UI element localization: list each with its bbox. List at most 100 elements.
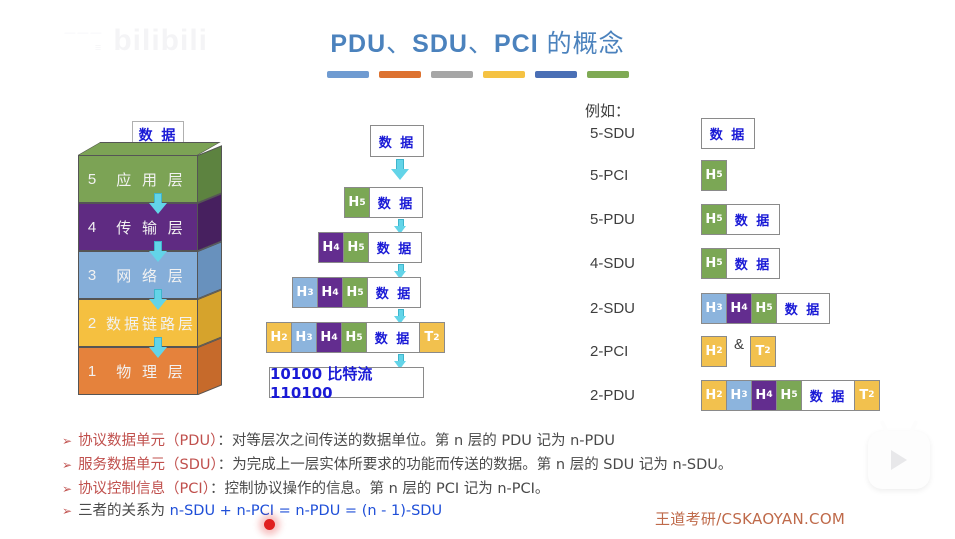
bilibili-watermark-text: bilibili	[113, 24, 208, 57]
encap-top-data-box: 数 据	[370, 125, 424, 157]
stack-arrow-5-to-4	[149, 193, 167, 215]
osi-layer-number-2: 2	[87, 314, 97, 332]
encap-arrow-4	[394, 354, 407, 370]
osi-layer-number-1: 1	[87, 362, 97, 380]
bullet-1: ➢协议数据单元（PDU）：对等层次之间传送的数据单位。第 n 层的 PDU 记为…	[62, 434, 952, 449]
title-sep1: 、	[386, 30, 413, 58]
osi-layer-name-1: 物 理 层	[116, 362, 186, 381]
bullet-term: 协议数据单元（PDU）	[78, 433, 218, 449]
osi-layer-side-1	[198, 337, 222, 395]
osi-layer-1: 1 物 理 层	[78, 337, 222, 395]
example-label: 5-SDU	[590, 124, 636, 142]
bitstream-box: 10100 比特流 110100	[269, 365, 424, 402]
title-cn: 的概念	[538, 30, 625, 58]
stack-arrow-3-to-2	[149, 289, 167, 311]
bullet-text: ：控制协议操作的信息。第 n 层的 PCI 记为 n-PCI。	[209, 481, 550, 497]
payload-cell: 数 据	[369, 187, 423, 218]
title-accent-bar-1	[327, 71, 369, 78]
laser-pointer-cursor	[264, 519, 275, 530]
example-row-5-sdu: 5-SDU 数 据	[590, 117, 755, 149]
bullet-marker: ➢	[62, 482, 73, 496]
title-accent-bars	[327, 71, 629, 78]
payload-cell: 数 据	[367, 277, 421, 308]
encap-arrow-2	[394, 264, 407, 280]
title-sdu: SDU	[412, 30, 468, 58]
osi-layer-4: 4 传 输 层	[78, 193, 222, 251]
payload-cell: 数 据	[366, 322, 420, 353]
example-label: 5-PCI	[590, 166, 629, 184]
bullet-text: 三者的关系为	[78, 503, 170, 519]
title-sep2: 、	[467, 30, 494, 58]
title-pdu: PDU	[330, 30, 387, 58]
osi-layer-face-1: 1 物 理 层	[78, 347, 198, 395]
bilibili-play-icon	[868, 431, 930, 489]
osi-layer-name-4: 传 输 层	[116, 218, 186, 237]
bilibili-watermark: ———≡ bilibili	[8, 20, 208, 62]
payload-cell: 数 据	[776, 292, 830, 324]
osi-layer-number-5: 5	[87, 170, 97, 188]
page-title: PDU、SDU、PCI 的概念	[0, 24, 955, 60]
payload-cell: 数 据	[801, 379, 855, 411]
bullet-marker: ➢	[62, 434, 73, 448]
osi-layer-number-3: 3	[87, 266, 97, 284]
title-accent-bar-4	[483, 71, 525, 78]
example-label: 5-PDU	[590, 210, 636, 228]
bullet-formula: n-SDU + n-PCI = n-PDU = (n - 1)-SDU	[169, 503, 443, 519]
title-accent-bar-5	[535, 71, 577, 78]
osi-layer-number-4: 4	[87, 218, 97, 236]
brand-footer: 王道考研/CSKAOYAN.COM	[655, 510, 846, 528]
ampersand-label: &	[734, 335, 745, 353]
encap-arrow-0	[391, 159, 409, 181]
example-label: 4-SDU	[590, 254, 636, 272]
example-label: 2-PCI	[590, 342, 629, 360]
bullet-term: 服务数据单元（SDU）	[78, 457, 218, 473]
bullet-term: 协议控制信息（PCI）	[78, 481, 210, 497]
bullet-3: ➢ 协议控制信息（PCI）：控制协议操作的信息。第 n 层的 PCI 记为 n-P…	[62, 482, 952, 497]
stack-arrow-2-to-1	[149, 337, 167, 359]
title-accent-bar-3	[431, 71, 473, 78]
payload-cell: 数 据	[726, 203, 780, 235]
title-accent-bar-2	[379, 71, 421, 78]
example-label: 2-SDU	[590, 299, 636, 317]
payload-cell: 数 据	[726, 247, 780, 279]
examples-panel: 例如：	[585, 100, 945, 124]
example-blocks: 数 据	[701, 117, 755, 149]
bilibili-watermark-sub: ———≡	[64, 27, 104, 54]
title-pci: PCI	[493, 30, 539, 58]
payload-cell: 数 据	[701, 117, 755, 149]
